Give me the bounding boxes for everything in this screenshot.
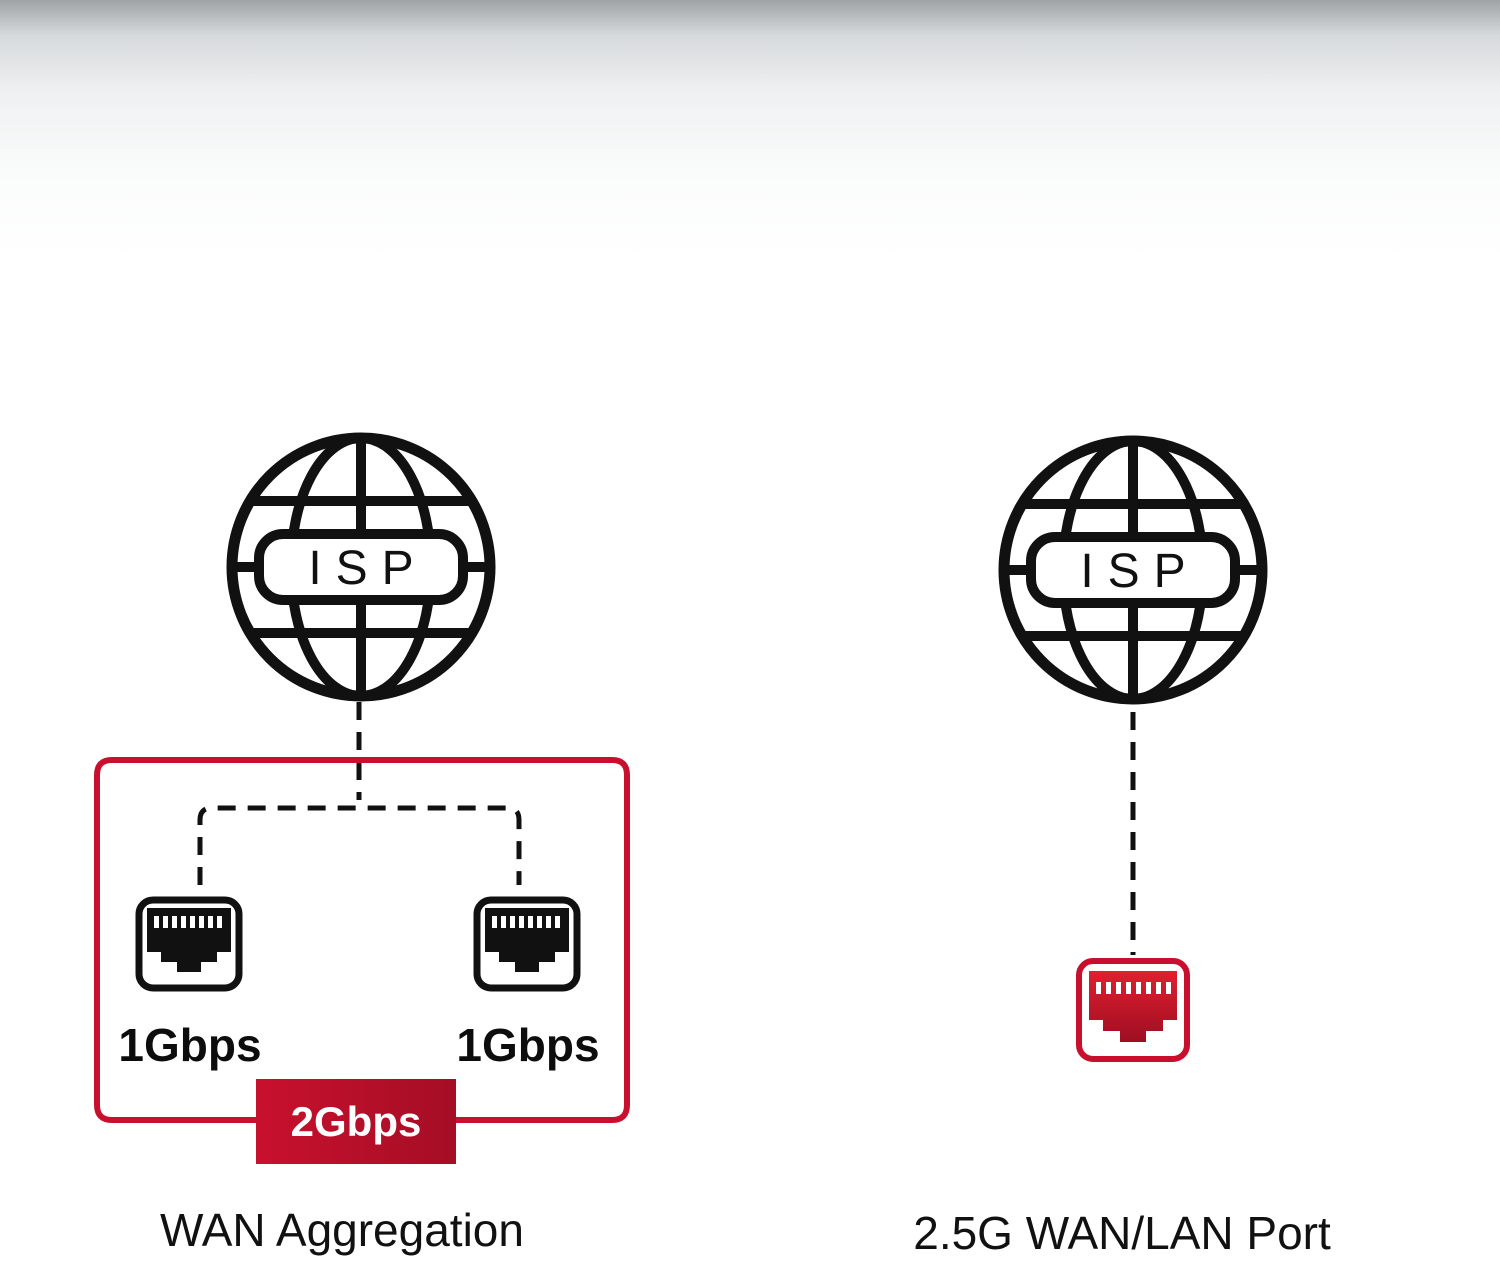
right-globe-icon: ISP <box>1004 441 1262 699</box>
wan-aggregation-caption: WAN Aggregation <box>160 1204 524 1256</box>
right-port-speed: 1Gbps <box>456 1019 600 1071</box>
total-speed-badge: 2Gbps <box>256 1079 456 1164</box>
right-ethernet-port-icon <box>477 900 577 988</box>
left-split-connector <box>197 805 522 885</box>
multigig-ethernet-port-icon <box>1076 958 1190 1062</box>
left-isp-label: ISP <box>308 542 427 595</box>
right-isp-label: ISP <box>1080 545 1199 598</box>
aggregation-frame <box>94 757 630 1123</box>
left-port-speed: 1Gbps <box>118 1019 262 1071</box>
top-background-fade <box>0 0 1500 260</box>
wan-lan-port-caption: 2.5G WAN/LAN Port <box>913 1207 1331 1259</box>
left-globe-icon: ISP <box>232 438 490 696</box>
left-ethernet-port-icon <box>139 900 239 988</box>
